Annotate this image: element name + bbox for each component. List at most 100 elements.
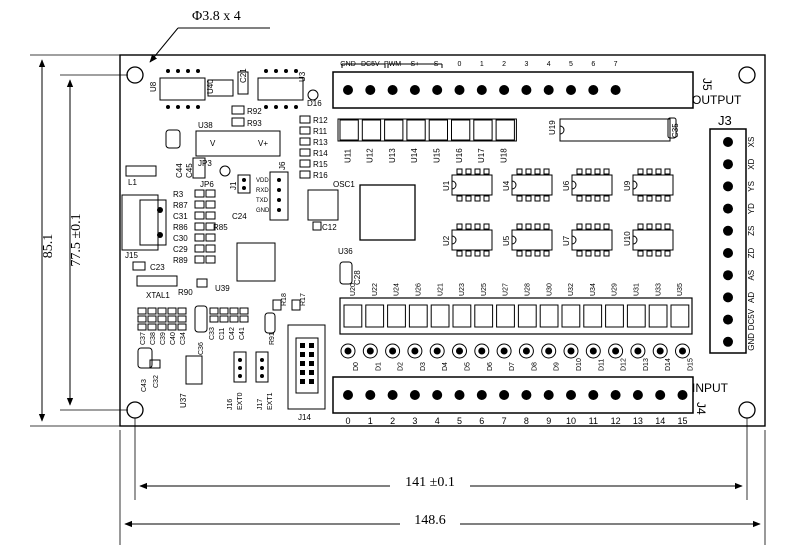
svg-text:C39: C39	[160, 332, 167, 345]
capacitor-pad	[209, 315, 219, 323]
chip-body	[428, 119, 449, 141]
led-label: D2	[398, 362, 405, 371]
chip-body	[670, 304, 690, 328]
svg-text:L1: L1	[128, 178, 137, 187]
opto-pad	[474, 195, 481, 202]
led-outline	[652, 343, 668, 359]
opto-notch	[511, 180, 517, 190]
capacitor-pad	[147, 307, 157, 315]
svg-text:V: V	[210, 139, 216, 148]
led-outline	[407, 343, 423, 359]
input-terminal-label: 2	[390, 416, 395, 426]
output-terminal-pin	[409, 85, 420, 95]
svg-text:J14: J14	[298, 413, 311, 422]
axis-terminal-pin	[723, 314, 733, 325]
opto-pad	[637, 195, 644, 202]
led-dot	[478, 347, 486, 355]
opto-pad	[474, 223, 481, 230]
header-pin	[300, 352, 305, 357]
width-outer-label: 148.6	[414, 513, 446, 528]
opto-notch	[511, 235, 517, 245]
output-terminal-label: 3	[524, 61, 528, 68]
chip-label: U30	[546, 283, 553, 296]
capacitor-pad	[157, 315, 167, 323]
led-label: D0	[353, 362, 360, 371]
input-terminal-label: 5	[457, 416, 462, 426]
axis-terminal-label: ZD	[747, 247, 756, 258]
svg-text:R3: R3	[173, 190, 184, 199]
led-dot	[389, 347, 397, 355]
mounting-hole	[738, 66, 756, 84]
resistor-pad	[299, 115, 311, 124]
opto-pad	[603, 168, 610, 175]
svg-text:C31: C31	[173, 212, 188, 221]
opto-pad	[585, 168, 592, 175]
axis-terminal-pin	[723, 159, 733, 170]
opto-pad	[525, 168, 532, 175]
bottom-left-components: C37 C38 C39 C40 C34 C36 C33 C11 C42 C41 …	[137, 293, 326, 422]
capacitor-pad	[209, 307, 219, 315]
opto-pad	[456, 223, 463, 230]
opto-pad	[534, 223, 541, 230]
resistor-label: R12	[313, 116, 328, 125]
input-terminal-label: 0	[345, 416, 350, 426]
svg-text:OSC1: OSC1	[333, 180, 355, 189]
output-terminal-label: 2	[502, 61, 506, 68]
opto-pad	[483, 195, 490, 202]
svg-text:U36: U36	[338, 247, 353, 256]
chip-label: U20	[350, 283, 357, 296]
header-pin	[309, 379, 314, 384]
led-outline	[429, 343, 445, 359]
output-terminal-pin	[343, 85, 353, 95]
input-terminal-pin	[454, 390, 465, 400]
passive-pad	[194, 200, 205, 209]
width-inner-dimension: 141 ±0.1	[134, 418, 748, 500]
svg-text:U37: U37	[179, 393, 188, 408]
input-terminal-pin	[343, 390, 353, 400]
chip-label: U17	[477, 148, 486, 163]
input-connector-name: J4	[694, 402, 708, 415]
chip-body	[474, 304, 494, 328]
opto-pad	[603, 223, 610, 230]
chip-label: U28	[524, 283, 531, 296]
capacitor-pad	[229, 307, 239, 315]
opto-pad	[465, 168, 472, 175]
capacitor-pad	[177, 315, 187, 323]
opto-pad	[456, 168, 463, 175]
capacitor-pad	[239, 315, 249, 323]
chip-body	[343, 304, 363, 328]
opto-notch	[451, 180, 457, 190]
chip-body	[365, 304, 385, 328]
led-outline	[608, 343, 624, 359]
opto-pad	[603, 250, 610, 257]
resistor-label: R15	[313, 160, 328, 169]
chip-body	[626, 304, 646, 328]
led-outline	[518, 343, 534, 359]
upper-chip-body	[337, 118, 517, 142]
opto-pad	[525, 250, 532, 257]
resistor-pad	[299, 148, 311, 157]
chip-body	[361, 119, 382, 141]
output-terminal-label: 1	[480, 61, 484, 68]
led-outline	[675, 343, 690, 359]
output-terminal-label: 6	[591, 61, 595, 68]
opto-pad	[594, 195, 601, 202]
input-terminal-pin	[655, 390, 666, 400]
input-terminal-pin	[387, 390, 398, 400]
capacitor-pad	[229, 315, 239, 323]
input-terminal-label: 13	[633, 416, 643, 426]
opto-pad	[664, 195, 671, 202]
opto-pad	[655, 168, 662, 175]
passive-pad	[205, 189, 216, 198]
led-label: D14	[665, 358, 672, 371]
svg-text:C24: C24	[232, 212, 247, 221]
led-dot	[344, 347, 352, 355]
led-dot	[433, 347, 441, 355]
axis-terminal-label: XD	[747, 158, 756, 169]
chip-body	[539, 304, 559, 328]
passive-pad	[194, 233, 205, 242]
board-outline	[119, 54, 766, 427]
chip-body	[387, 304, 406, 328]
input-terminal-label: 1	[368, 416, 373, 426]
